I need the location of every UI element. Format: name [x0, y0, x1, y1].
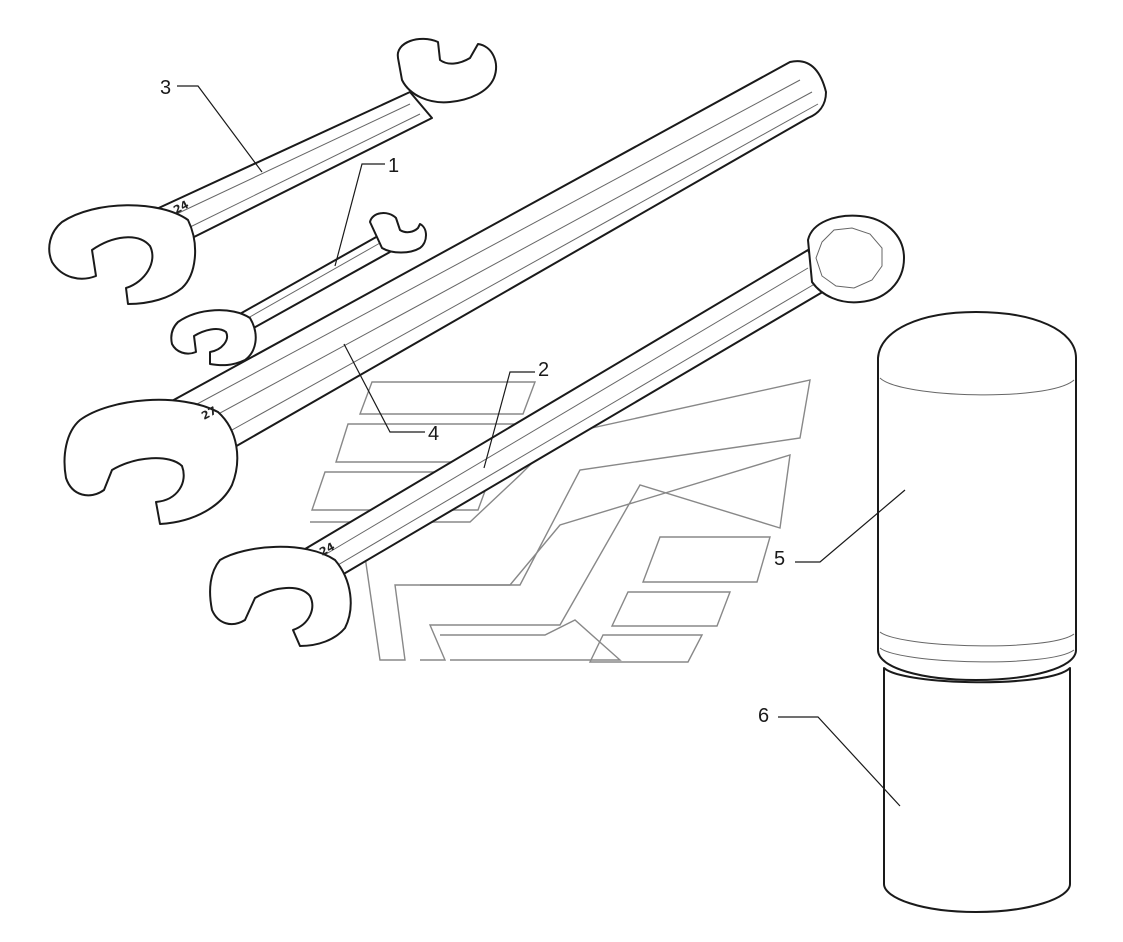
- svg-text:5: 5: [774, 548, 785, 570]
- callout-3: 3: [160, 77, 263, 173]
- svg-text:6: 6: [758, 705, 769, 727]
- svg-text:24: 24: [171, 198, 191, 217]
- callout-4: 4: [343, 343, 439, 445]
- svg-text:4: 4: [428, 423, 439, 445]
- medium-open-end-wrench: 24: [48, 37, 497, 305]
- tool-roll-upper: [877, 311, 1077, 681]
- tool-roll-lower: [883, 667, 1071, 913]
- stamp-24-combination: 24: [317, 540, 337, 559]
- callout-6: 6: [758, 705, 901, 807]
- stamp-27-large: 27: [199, 404, 219, 423]
- svg-text:27: 27: [199, 404, 219, 423]
- callout-2: 2: [483, 359, 549, 469]
- large-open-end-wrench: 27: [63, 60, 827, 525]
- callout-1: 1: [334, 155, 399, 267]
- svg-text:1: 1: [388, 155, 399, 177]
- svg-text:3: 3: [160, 77, 171, 99]
- svg-text:2: 2: [538, 359, 549, 381]
- combination-wrench: 24: [209, 214, 905, 647]
- svg-text:24: 24: [317, 540, 337, 559]
- small-open-end-wrench: [170, 212, 427, 367]
- callout-5: 5: [774, 489, 906, 570]
- stamp-24-medium: 24: [171, 198, 191, 217]
